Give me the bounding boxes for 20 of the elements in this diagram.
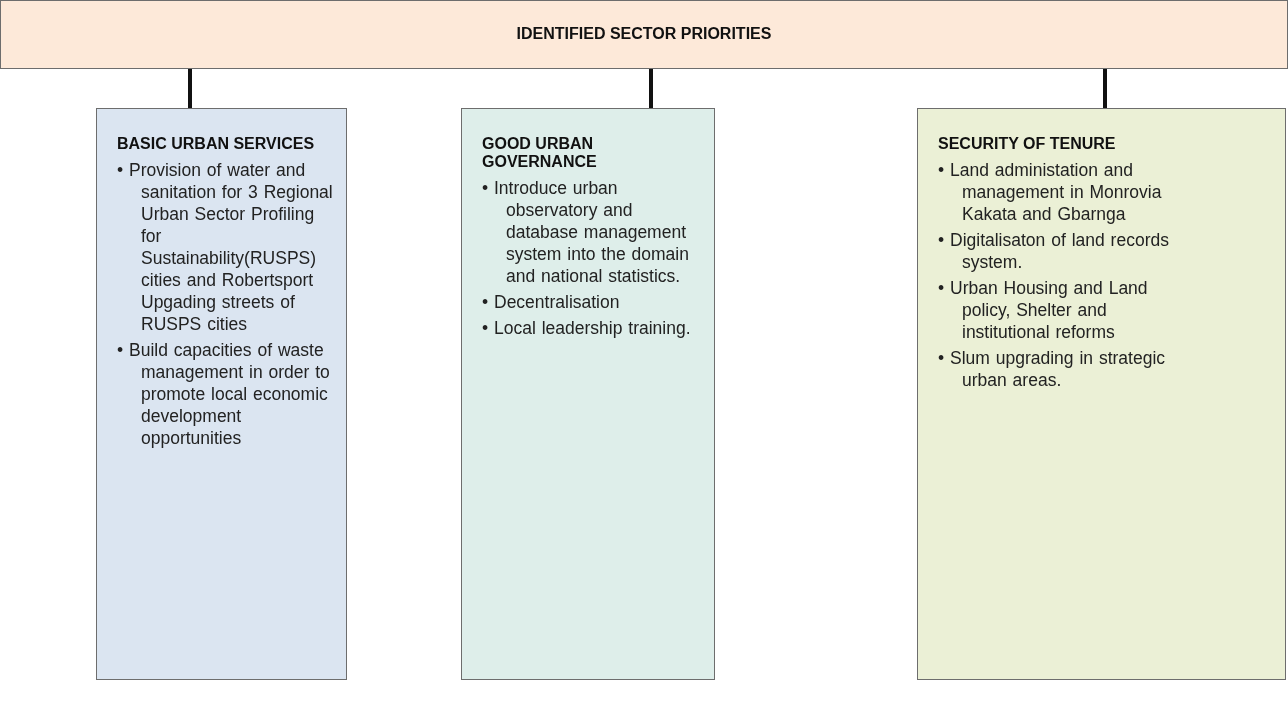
- bullet-item: • Local leadership training.: [482, 317, 692, 339]
- box-heading: GOOD URBAN GOVERNANCE: [482, 135, 598, 171]
- category-box: [461, 108, 715, 680]
- bullet-item: • Decentralisation: [482, 291, 621, 313]
- category-box: [917, 108, 1286, 680]
- category-box: [96, 108, 347, 680]
- connector-line: [188, 69, 192, 108]
- bullet-item: • Digitalisaton of land records system.: [938, 229, 1170, 273]
- connector-line: [1103, 69, 1107, 108]
- box-heading: SECURITY OF TENURE: [938, 135, 1117, 153]
- connector-line: [649, 69, 653, 108]
- bullet-item: • Build capacities of waste management in order to promote local economic development opportunities: [117, 339, 331, 449]
- bullet-item: • Slum upgrading in strategic urban areas.: [938, 347, 1167, 391]
- bullet-item: • Provision of water and sanitation for 3 Regional Urban Sector Profiling for Sustainability(RUSPS) cities and Robertsport Upgading streets of RUSPS cities: [117, 159, 334, 335]
- bullet-item: • Land administation and management in Monrovia Kakata and Gbarnga: [938, 159, 1163, 225]
- bullet-item: • Urban Housing and Land policy, Shelter and institutional reforms: [938, 277, 1149, 343]
- box-heading: IDENTIFIED SECTOR PRIORITIES: [515, 25, 773, 43]
- bullet-item: • Introduce urban observatory and database management system into the domain and national statistics.: [482, 177, 690, 287]
- header-bar: [0, 0, 1288, 69]
- box-heading: BASIC URBAN SERVICES: [117, 135, 316, 153]
